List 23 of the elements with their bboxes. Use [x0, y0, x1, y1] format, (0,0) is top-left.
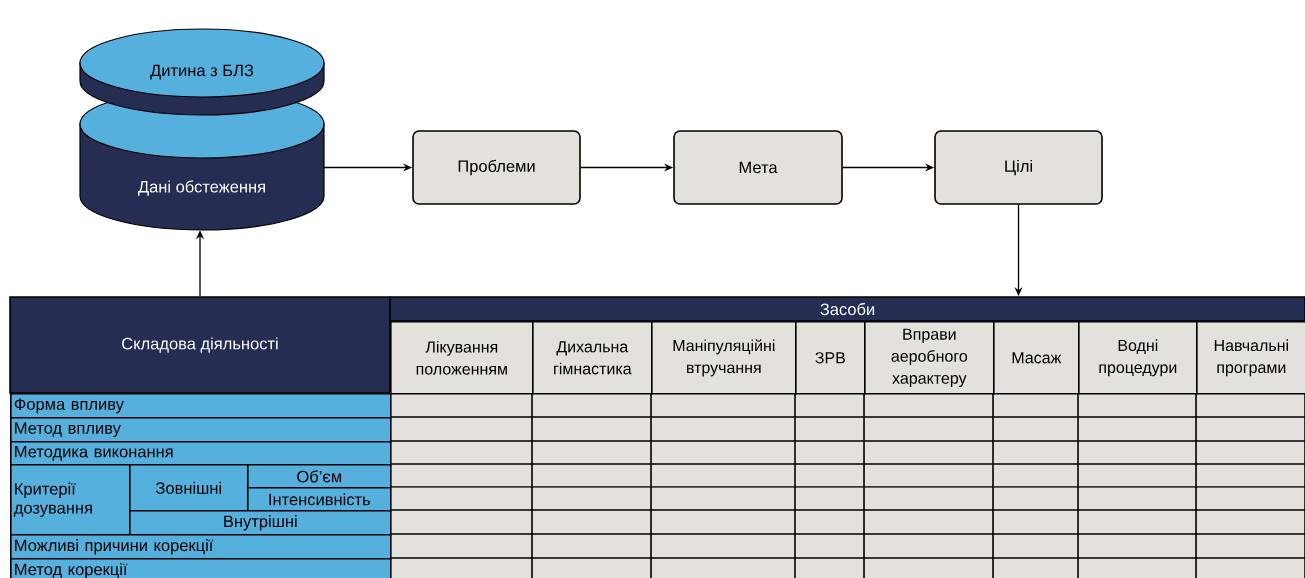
- column-header: Вправи аеробного характеру: [864, 321, 995, 395]
- process-box: Цілі: [934, 130, 1103, 205]
- column-header: Масаж: [993, 321, 1080, 395]
- row-header: Об’єм: [247, 464, 392, 489]
- column-header: Навчальні програми: [1196, 321, 1305, 395]
- row-header: Критерії дозування: [10, 464, 131, 536]
- column-header: Дихальна гімнастика: [532, 321, 653, 395]
- row-header: Форма впливу: [10, 393, 392, 419]
- row-header: Зовнішні: [129, 464, 249, 512]
- row-header: Можливі причини корекції: [10, 534, 392, 560]
- process-box: Мета: [673, 130, 843, 205]
- disc-cylinder: Дитина з БЛЗ: [79, 28, 325, 116]
- column-header: ЗРВ: [795, 321, 866, 395]
- row-header: Метод корекції: [10, 558, 392, 578]
- table-header: Засоби: [389, 296, 1305, 322]
- column-header: Лікування положенням: [390, 321, 534, 395]
- column-header: Водні процедури: [1078, 321, 1198, 395]
- row-header: Метод впливу: [10, 417, 392, 443]
- table-header: Складова діяльності: [9, 296, 391, 394]
- row-header: Інтенсивність: [247, 487, 392, 512]
- disc-cylinder: Дані обстеження: [79, 89, 325, 231]
- process-box: Проблеми: [412, 130, 581, 205]
- row-header: Внутрішні: [129, 510, 392, 536]
